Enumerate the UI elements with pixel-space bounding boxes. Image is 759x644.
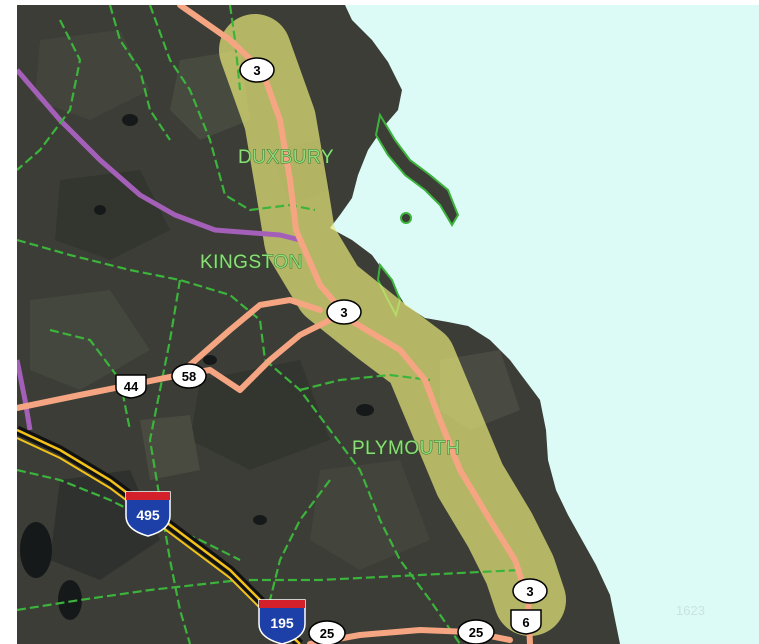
shield-number: 195 [270,615,294,631]
route-shield-58: 58 [171,363,207,389]
rail-line-south [17,359,33,431]
shield-number: 3 [526,584,533,599]
shield-number: 58 [182,369,196,384]
state-route-shield-icon [171,363,207,389]
state-route-shield-icon [512,578,548,604]
town-label-kingston: KINGSTON [200,252,303,273]
shield-number: 25 [469,625,483,640]
route-shield-us-6: 6 [510,609,542,635]
route-shield-25-east: 25 [457,619,495,644]
state-route-shield-icon [308,620,346,644]
shield-number: 44 [124,379,139,394]
interstate-shield-195: 195 [258,599,306,644]
town-label-plymouth: PLYMOUTH [352,438,460,459]
shield-number: 3 [340,305,347,320]
ponds [20,114,374,620]
town-label-duxbury: DUXBURY [238,147,334,168]
route-shield-3-kingston: 3 [326,299,362,325]
island [400,212,412,224]
shield-number: 3 [253,63,260,78]
interstate-shield-icon [125,491,171,537]
route-shield-3-south: 3 [512,578,548,604]
state-route-shield-icon [326,299,362,325]
us-route-shield-icon [510,609,542,635]
shield-number: 6 [522,615,529,630]
rail-line [17,68,301,243]
state-route-shield-icon [239,57,275,83]
route-shield-25-west: 25 [308,620,346,644]
route-shield-us-44: 44 [115,374,147,399]
duxbury-beach [374,112,460,227]
interstate-shield-495: 495 [125,491,171,537]
interstate-shield-top [126,492,170,500]
us-route-shield-icon [115,374,147,399]
state-route-shield-icon [457,619,495,644]
shield-number: 495 [136,507,160,523]
shield-number: 25 [320,626,334,641]
interstate-shield-top [259,600,305,608]
route-shield-3-north: 3 [239,57,275,83]
watermark-text: 1623 [676,603,705,618]
